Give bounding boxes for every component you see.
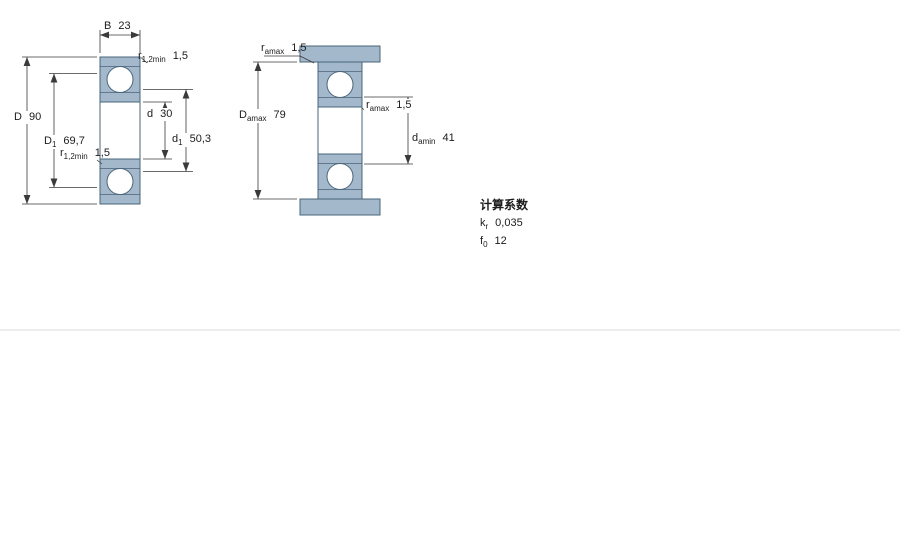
left-bearing-cross-section (99, 56, 141, 205)
leader-r-left (96, 159, 103, 165)
right-bearing-mounting-section (299, 45, 381, 216)
ball-bottom-icon (106, 168, 134, 195)
leader-r-top (140, 57, 148, 64)
ball-bottom-icon (326, 163, 354, 190)
left-view-dimension-lines (22, 30, 193, 205)
housing-shoulder-top (299, 45, 381, 63)
housing-shoulder-bottom (299, 198, 381, 216)
calculation-factors-title: 计算系数 (480, 198, 529, 212)
ball-top-icon (326, 71, 354, 98)
ball-top-icon (106, 66, 134, 93)
